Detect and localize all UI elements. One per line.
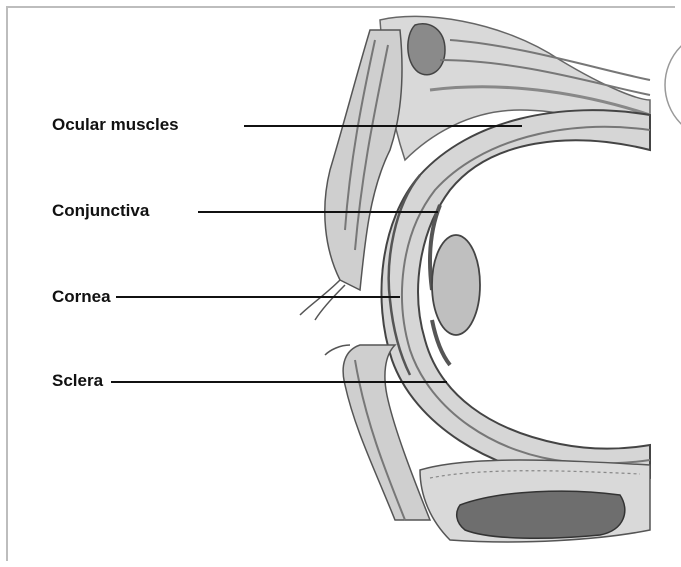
leader-ocular-muscles <box>244 125 522 127</box>
leader-conjunctiva <box>198 211 438 213</box>
eyeball <box>381 110 650 482</box>
corner-emblem <box>665 30 681 140</box>
label-cornea: Cornea <box>52 287 111 307</box>
leader-sclera <box>111 381 447 383</box>
lower-orbit-bone <box>420 460 650 542</box>
leader-cornea <box>116 296 400 298</box>
label-conjunctiva: Conjunctiva <box>52 201 149 221</box>
label-sclera: Sclera <box>52 371 103 391</box>
label-ocular-muscles: Ocular muscles <box>52 115 179 135</box>
